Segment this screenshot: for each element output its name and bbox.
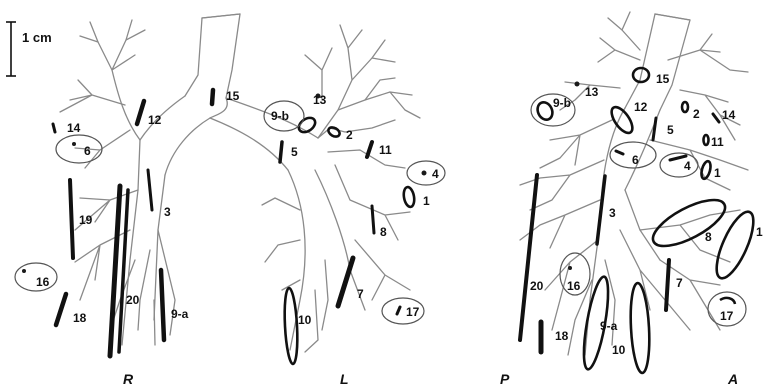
node-7-frontal [338, 258, 353, 306]
lateral-airway-tree [520, 12, 748, 355]
label-9a-frontal: 9-a [171, 307, 189, 321]
lateral-station-rings [531, 94, 746, 326]
label-16-frontal: 16 [36, 275, 50, 289]
scale-bar-label: 1 cm [22, 30, 52, 45]
label-18-lateral: 18 [555, 329, 569, 343]
label-4-frontal: 4 [432, 167, 439, 181]
node-11-lateral [704, 135, 709, 145]
label-3-frontal: 3 [164, 205, 171, 219]
node-20-lateral [520, 175, 537, 340]
node-6-lateral [616, 151, 623, 154]
node-10-lateral [629, 283, 652, 374]
label-13-lateral: 13 [585, 85, 599, 99]
orientation-anterior: A [727, 371, 738, 387]
label-9b-lateral: 9-b [553, 96, 571, 110]
node-19-frontal [70, 180, 73, 258]
label-7-frontal: 7 [357, 287, 364, 301]
scale-bar: 1 cm [6, 22, 52, 76]
label-9a-lateral: 9-a [600, 319, 618, 333]
orientation-right: R [123, 371, 134, 387]
label-6-frontal: 6 [84, 144, 91, 158]
node-17-frontal [397, 307, 400, 314]
label-6-lateral: 6 [632, 153, 639, 167]
label-8-frontal: 8 [380, 225, 387, 239]
label-19-frontal: 19 [79, 213, 93, 227]
label-15-lateral: 15 [656, 72, 670, 86]
node-14-frontal [53, 124, 55, 132]
label-1b-lateral: 1 [756, 225, 763, 239]
label-5-lateral: 5 [667, 123, 674, 137]
label-14-frontal: 14 [67, 121, 81, 135]
label-20-lateral: 20 [530, 279, 544, 293]
label-20-frontal: 20 [126, 293, 140, 307]
node-16-frontal [22, 269, 26, 273]
orientation-labels: R L P A [123, 371, 738, 387]
orientation-posterior: P [500, 371, 510, 387]
node-7-lateral [666, 260, 669, 310]
node-9a-frontal [161, 270, 164, 340]
label-15-frontal: 15 [226, 89, 240, 103]
node-3-frontal [148, 170, 152, 210]
label-2-frontal: 2 [346, 128, 353, 142]
node-12-frontal [137, 101, 144, 124]
label-5-frontal: 5 [291, 145, 298, 159]
label-17-frontal: 17 [406, 305, 420, 319]
node-13-lateral [575, 82, 580, 87]
label-9b-frontal: 9-b [271, 109, 289, 123]
node-16-lateral [568, 266, 572, 270]
label-4-lateral: 4 [684, 159, 691, 173]
label-14-lateral: 14 [722, 108, 736, 122]
label-2-lateral: 2 [693, 107, 700, 121]
node-2-lateral [682, 102, 688, 112]
node-5-lateral [653, 118, 656, 140]
label-7-lateral: 7 [676, 276, 683, 290]
node-1-lateral [700, 160, 712, 179]
node-3-lateral [597, 176, 605, 244]
label-10-frontal: 10 [298, 313, 312, 327]
node-5-frontal [280, 142, 282, 162]
node-4-frontal [422, 171, 427, 176]
label-16-lateral: 16 [567, 279, 581, 293]
node-2-frontal [327, 126, 341, 139]
label-12-lateral: 12 [634, 100, 648, 114]
node-10-frontal [283, 288, 299, 365]
label-10-lateral: 10 [612, 343, 626, 357]
label-11-frontal: 11 [379, 143, 392, 157]
label-1-frontal: 1 [423, 194, 430, 208]
label-13-frontal: 13 [313, 93, 327, 107]
orientation-left: L [340, 371, 349, 387]
node-8-frontal [372, 206, 374, 233]
label-11-lateral: 11 [711, 135, 724, 149]
label-18-frontal: 18 [73, 311, 87, 325]
node-18-frontal [56, 294, 66, 325]
node-6-frontal [72, 142, 76, 146]
label-12-frontal: 12 [148, 113, 162, 127]
node-14-lateral [713, 114, 719, 122]
label-3-lateral: 3 [609, 206, 616, 220]
node-1-frontal [402, 186, 415, 207]
node-11-frontal [367, 142, 372, 157]
label-8-lateral: 8 [705, 230, 712, 244]
label-17-lateral: 17 [720, 309, 734, 323]
node-1b-lateral [709, 207, 760, 283]
label-1-lateral: 1 [714, 166, 721, 180]
node-17-lateral [720, 298, 735, 304]
frontal-labels: 15 12 14 6 3 19 16 20 9-a 18 13 9-b 2 5 … [36, 89, 439, 327]
node-8-lateral [647, 191, 732, 255]
node-15-frontal [212, 90, 213, 104]
